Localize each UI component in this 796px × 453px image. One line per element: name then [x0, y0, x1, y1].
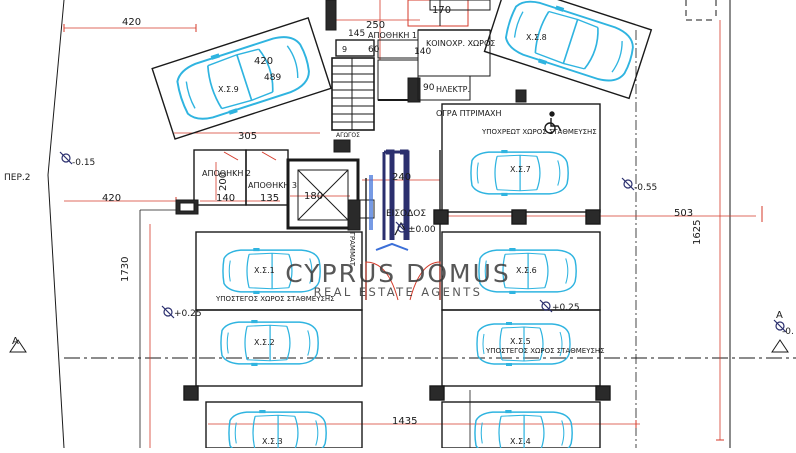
- dim-145: 145: [348, 29, 365, 39]
- room-labels: ΠΕΡ.2 ΑΠΟΘΗΚΗ 1 ΑΠΟΘΗΚΗ 2 ΑΠΟΘΗΚΗ 3 ΚΟΙΝ…: [4, 31, 794, 355]
- parking-bay-8: [483, 0, 653, 100]
- parking-label-6: Χ.Σ.6: [516, 266, 537, 275]
- level-texts: -0.15 -0.55 +0.25 +0.25 ±0.00: [72, 158, 657, 319]
- parking-label-4: Χ.Σ.4: [510, 437, 531, 446]
- entrance-passage: [365, 149, 441, 301]
- wheelchair-icon: [544, 111, 562, 134]
- parking-label-1: Χ.Σ.1: [254, 266, 275, 275]
- dim-503: 503: [674, 208, 693, 219]
- dim-1625: 1625: [692, 220, 703, 245]
- watermark-brand: CYPRUS DOMUS: [285, 259, 511, 288]
- label-right-edge: -0.: [782, 327, 794, 337]
- label-storage2: ΑΠΟΘΗΚΗ 2: [202, 169, 251, 178]
- dim-180: 180: [304, 191, 323, 202]
- level-mid-left: +0.25: [174, 309, 202, 319]
- level-right: -0.55: [634, 183, 657, 193]
- label-duct: ΑΓΩΓΟΣ: [336, 132, 360, 139]
- dim-140: 140: [414, 47, 431, 57]
- label-mailboxes: ΓΡΑΜΜΑΤ.: [348, 232, 356, 268]
- parking-label-3: Χ.Σ.3: [262, 437, 283, 446]
- section-a-left: A: [12, 336, 19, 347]
- label-storage3: ΑΠΟΘΗΚΗ 3: [248, 181, 297, 190]
- label-common: ΚΟΙΝΟΧΡ. ΧΩΡΟΣ: [426, 39, 495, 48]
- car-icon: [170, 27, 317, 129]
- parking-label-8: Χ.Σ.8: [526, 33, 547, 42]
- stair-number: 9: [342, 45, 347, 54]
- section-a-right: A: [776, 310, 783, 321]
- dim-140-b: 140: [216, 193, 235, 204]
- label-storage1: ΑΠΟΘΗΚΗ 1: [368, 31, 417, 40]
- dim-135: 135: [260, 193, 279, 204]
- parking-label-7: Χ.Σ.7: [510, 165, 531, 174]
- level-marker-icon: [59, 151, 787, 333]
- dim-top-left: 420: [122, 17, 141, 28]
- car-icon: [499, 0, 641, 91]
- watermark: CYPRUS DOMUS REAL ESTATE AGENTS: [285, 259, 511, 299]
- watermark-tagline: REAL ESTATE AGENTS: [314, 285, 483, 299]
- dim-170: 170: [432, 5, 451, 16]
- section-marker-icon: [9, 339, 789, 353]
- elevator-shaft: [286, 158, 375, 231]
- label-mandatory-left: ΥΠΟΣΤΕΓΟΣ ΧΩΡΟΣ ΣΤΑΘΜΕΥΣΗΣ: [215, 295, 335, 303]
- dim-car9-420: 420: [254, 56, 273, 67]
- parking-bay-9: [151, 17, 332, 140]
- parking-label-9: Χ.Σ.9: [218, 85, 239, 94]
- label-per2: ΠΕΡ.2: [4, 173, 30, 183]
- dimension-lines: [64, 0, 756, 448]
- parking-labels: Χ.Σ.1 Χ.Σ.2 Χ.Σ.3 Χ.Σ.4 Χ.Σ.5 Χ.Σ.6 Χ.Σ.…: [218, 33, 547, 446]
- dim-left-420: 420: [102, 193, 121, 204]
- dim-305: 305: [238, 131, 257, 142]
- dim-car9-489: 489: [264, 73, 281, 83]
- label-primary: ΟΓΡΑ ΠΤΡΙΜΑΧΗ: [436, 109, 502, 118]
- label-mandatory-right: ΥΠΟΣΤΕΓΟΣ ΧΩΡΟΣ ΣΤΑΘΜΕΥΣΗΣ: [485, 347, 605, 355]
- dim-200: 200: [218, 172, 229, 191]
- level-mid-right: +0.25: [552, 303, 580, 313]
- dim-60: 60: [368, 45, 380, 55]
- dim-250: 250: [366, 20, 385, 31]
- label-electrical: ΗΛΕΚΤΡ.: [436, 85, 470, 94]
- dim-90: 90: [423, 83, 435, 93]
- dimension-texts: 420 250 170 145 60 140 90 420 489 305 42…: [102, 5, 703, 427]
- dim-1730: 1730: [120, 257, 131, 282]
- dim-240: 240: [392, 172, 411, 183]
- parking-label-5: Χ.Σ.5: [510, 337, 531, 346]
- label-mandatory-top: ΥΠΟΧΡΕΩΤ ΧΩΡΟΣ ΣΤΑΘΜΕΥΣΗΣ: [481, 128, 597, 136]
- label-entrance: ΕΙΣΟΔΟΣ: [386, 209, 426, 219]
- level-entrance: ±0.00: [408, 225, 436, 235]
- dim-1435: 1435: [392, 416, 417, 427]
- level-left: -0.15: [72, 158, 95, 168]
- site-boundary: [47, 0, 796, 449]
- parking-label-2: Χ.Σ.2: [254, 338, 275, 347]
